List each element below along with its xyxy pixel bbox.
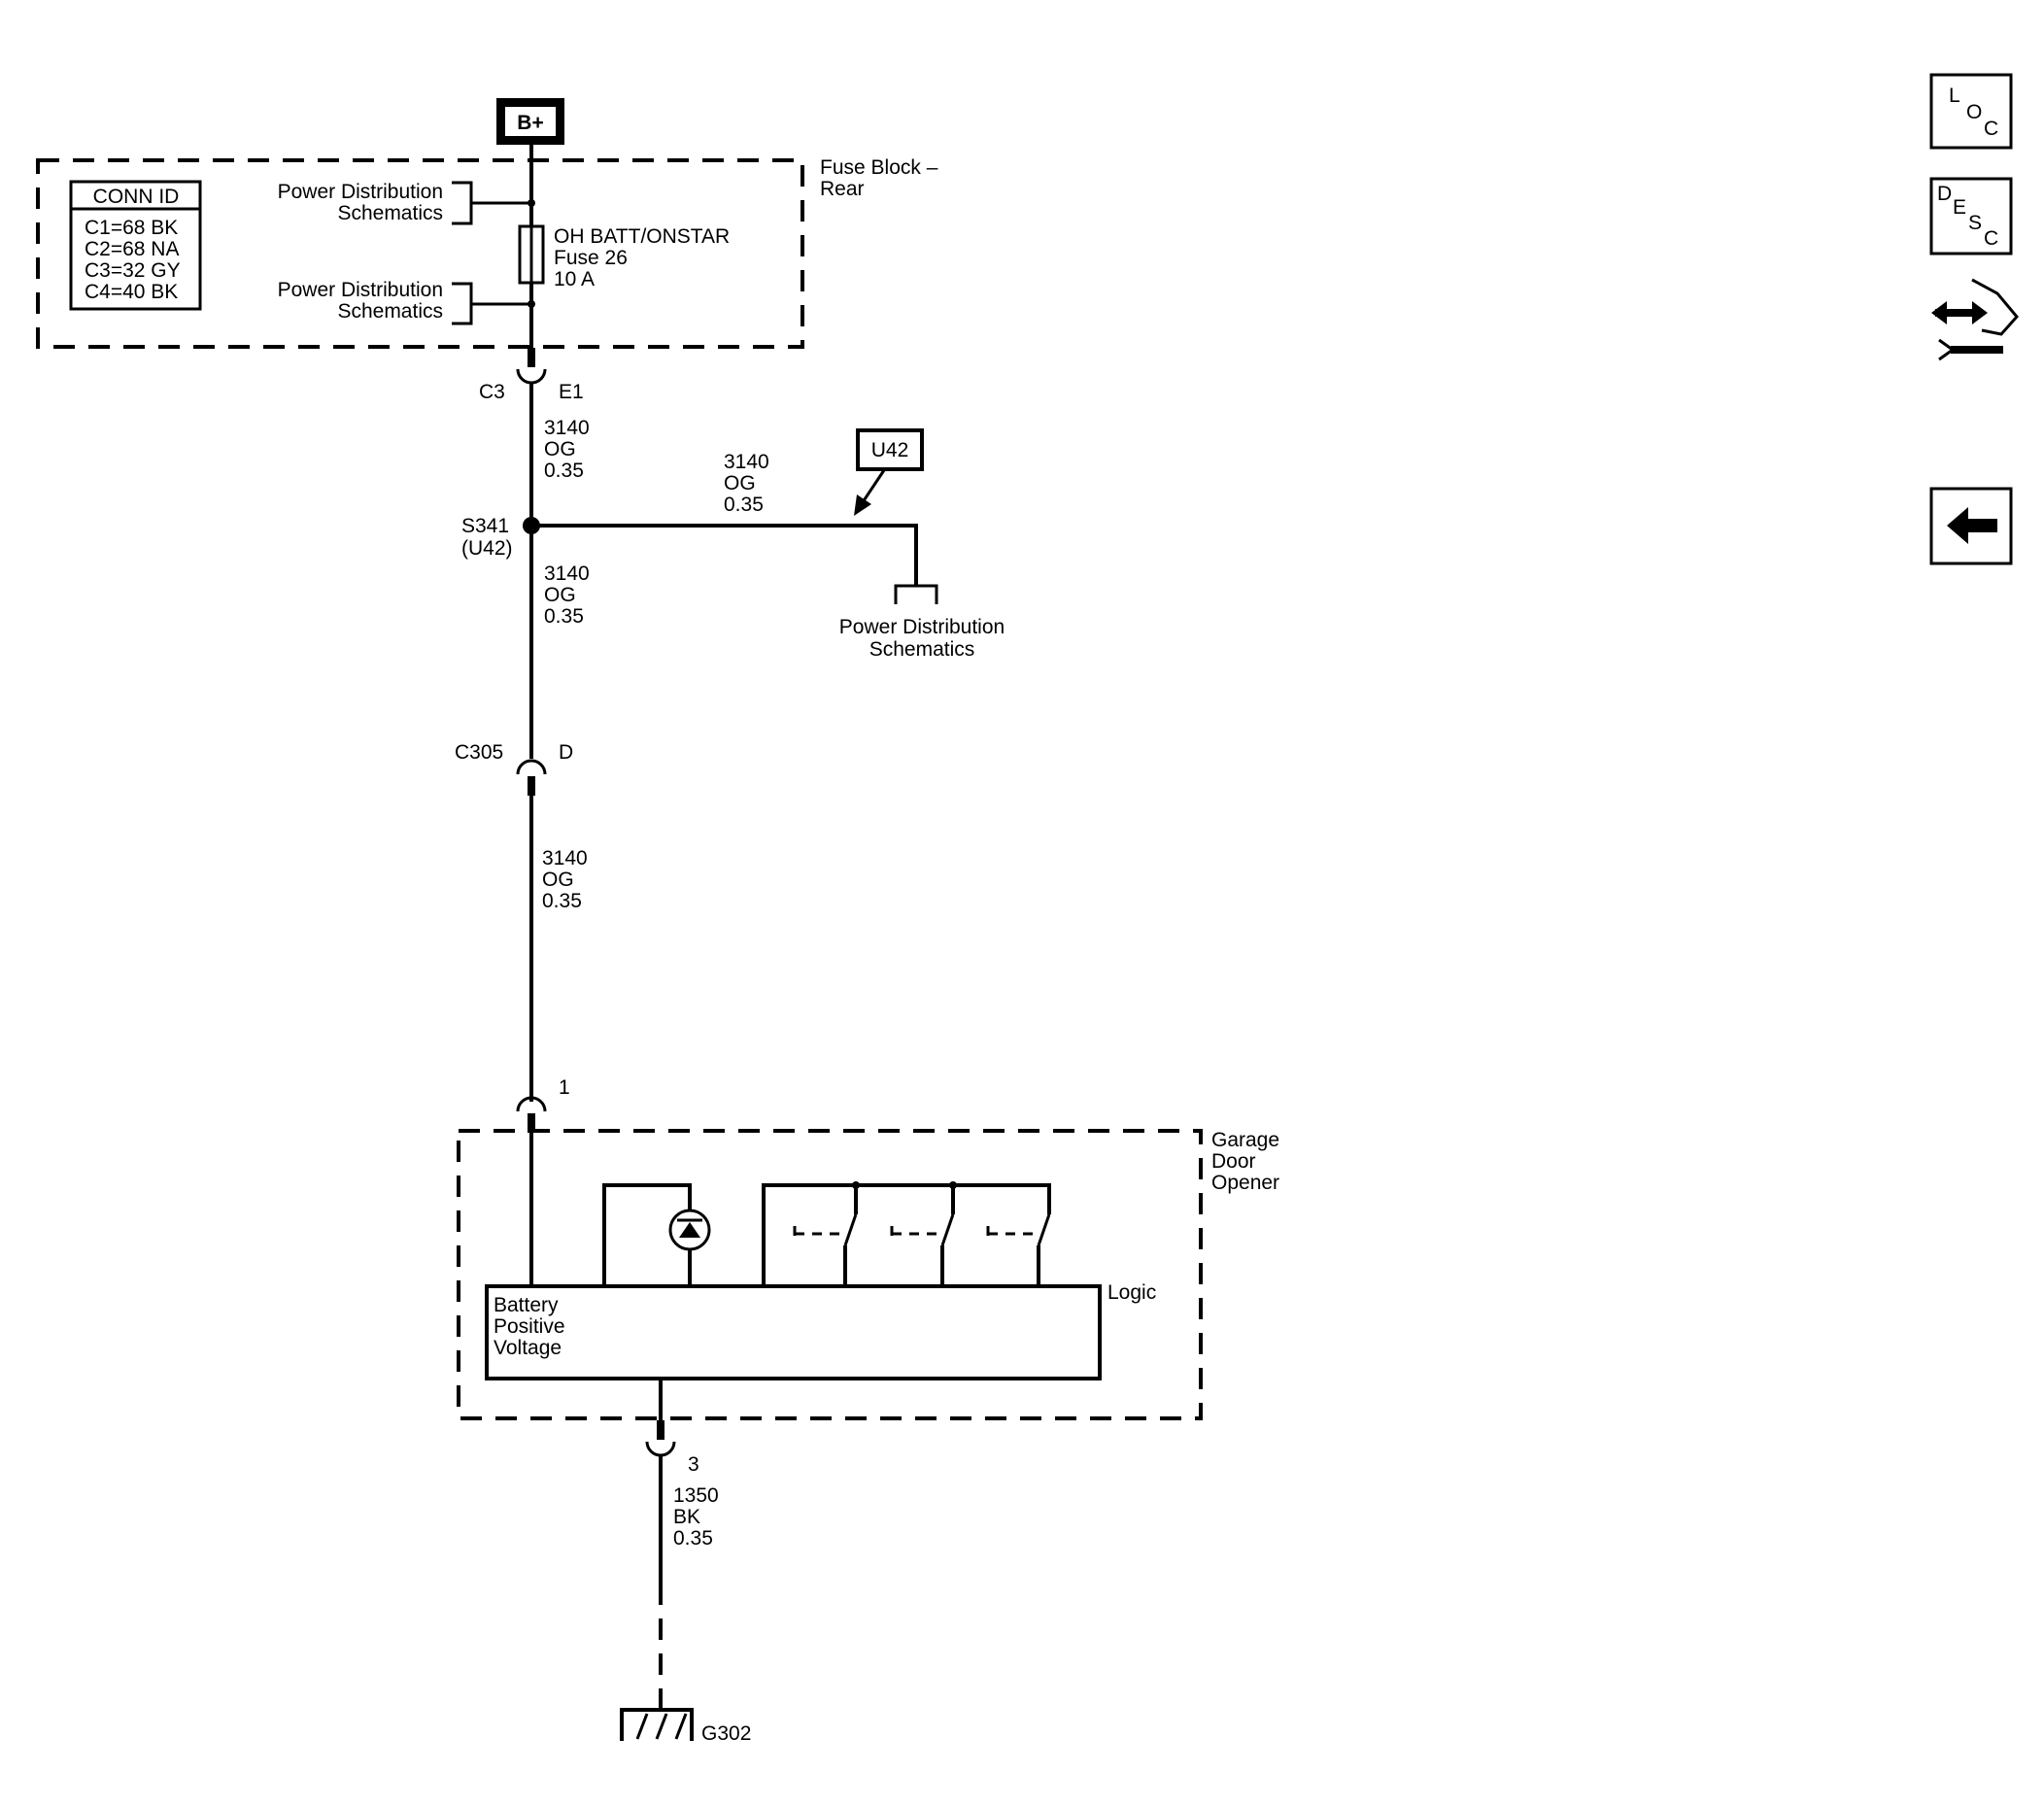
ground-wire-color: BK [673, 1506, 700, 1528]
connector-gdo-pin-1 [516, 1096, 547, 1133]
wire-color: OG [544, 584, 576, 606]
connector-c305 [516, 759, 547, 796]
wire-size: 0.35 [544, 605, 584, 628]
wire-color: OG [544, 438, 576, 460]
branch-wire-circuit: 3140 [724, 451, 769, 473]
conn-id-title: CONN ID [93, 186, 180, 208]
svg-text:C: C [1984, 227, 1998, 250]
connector-c3 [516, 348, 547, 385]
switch-icon [986, 1213, 1051, 1286]
svg-text:O: O [1966, 101, 1982, 123]
gdo-name-line3: Opener [1211, 1172, 1279, 1194]
conn-id-table: CONN ID C1=68 BK C2=68 NA C3=32 GY C4=40… [69, 180, 202, 311]
fuse-rating: 10 A [554, 268, 595, 290]
branch-power-distribution-ref-line2: Schematics [869, 638, 975, 661]
wire-size: 0.35 [542, 890, 582, 912]
logic-input-line1: Battery [494, 1294, 559, 1316]
switch-icon [890, 1185, 955, 1286]
conn-id-row: C2=68 NA [85, 238, 179, 260]
logic-module [485, 1284, 1102, 1380]
ground-name: G302 [701, 1722, 751, 1745]
back-arrow-icon [1947, 507, 1997, 544]
power-distribution-ref-top: Power Distribution [278, 181, 443, 203]
conn-id-row: C1=68 BK [85, 217, 178, 239]
branch-power-distribution-ref: Power Distribution [839, 616, 1005, 638]
fuse-block-name-line1: Fuse Block – [820, 156, 938, 179]
gdo-pin-3-label: 3 [688, 1453, 699, 1476]
fuse-name: OH BATT/ONSTAR [554, 225, 730, 248]
battery-positive-source: B+ [496, 98, 564, 145]
description-button[interactable]: D E S C [1929, 177, 2013, 256]
conn-id-row: C4=40 BK [85, 281, 178, 303]
power-distribution-ref-bottom: Power Distribution [278, 279, 443, 301]
splice-option: (U42) [461, 537, 513, 560]
svg-text:L: L [1949, 85, 1960, 107]
logic-label: Logic [1107, 1281, 1156, 1304]
connector-info-button[interactable] [1931, 274, 2019, 367]
back-button[interactable] [1929, 487, 2013, 565]
connector-c3-pin: E1 [559, 381, 584, 403]
switch-icon [793, 1185, 858, 1286]
wire-circuit-number: 3140 [542, 847, 588, 869]
ground-icon [620, 1708, 694, 1741]
wire-color: OG [542, 869, 574, 891]
logic-input-line3: Voltage [494, 1337, 562, 1359]
wire-circuit-number: 3140 [544, 562, 590, 585]
arrow-wrench-icon [1931, 278, 2019, 361]
branch-wire-size: 0.35 [724, 494, 764, 516]
svg-text:S: S [1968, 212, 1982, 234]
connector-gdo-pin-3 [645, 1420, 676, 1457]
location-button[interactable]: L O C [1929, 73, 2013, 150]
option-tag-label: U42 [871, 439, 909, 461]
fuse-block-rear-outline [36, 158, 804, 349]
power-distribution-ref-bottom-line2: Schematics [337, 300, 443, 323]
indicator-led-icon [602, 1183, 711, 1286]
power-source-label: B+ [517, 112, 543, 134]
logic-input-line2: Positive [494, 1315, 565, 1338]
power-ref-bottom-bracket [452, 282, 531, 325]
connector-c305-pin: D [559, 741, 573, 764]
gdo-pin-1-label: 1 [559, 1076, 570, 1099]
wire-circuit-number: 3140 [544, 417, 590, 439]
fuse-number: Fuse 26 [554, 247, 628, 269]
power-ref-top-bracket [452, 181, 531, 225]
ground-wire-size: 0.35 [673, 1527, 713, 1550]
gdo-name-line1: Garage [1211, 1129, 1279, 1151]
branch-wire-color: OG [724, 472, 756, 494]
power-distribution-ref-top-line2: Schematics [337, 202, 443, 224]
gdo-name-line2: Door [1211, 1150, 1256, 1173]
svg-text:D: D [1937, 183, 1952, 205]
fuse-block-name-line2: Rear [820, 178, 865, 200]
svg-text:E: E [1953, 196, 1966, 219]
conn-id-row: C3=32 GY [85, 259, 181, 282]
svg-text:C: C [1984, 118, 1998, 140]
splice-name: S341 [461, 515, 509, 537]
connector-c305-name: C305 [455, 741, 503, 764]
branch-power-ref-bracket [894, 584, 938, 604]
option-tag-u42: U42 [854, 428, 924, 516]
garage-door-opener-outline [457, 1129, 1203, 1420]
connector-c3-name: C3 [479, 381, 505, 403]
wire-branch-u42 [531, 524, 918, 586]
ground-wire-circuit: 1350 [673, 1484, 719, 1507]
wire-size: 0.35 [544, 460, 584, 482]
